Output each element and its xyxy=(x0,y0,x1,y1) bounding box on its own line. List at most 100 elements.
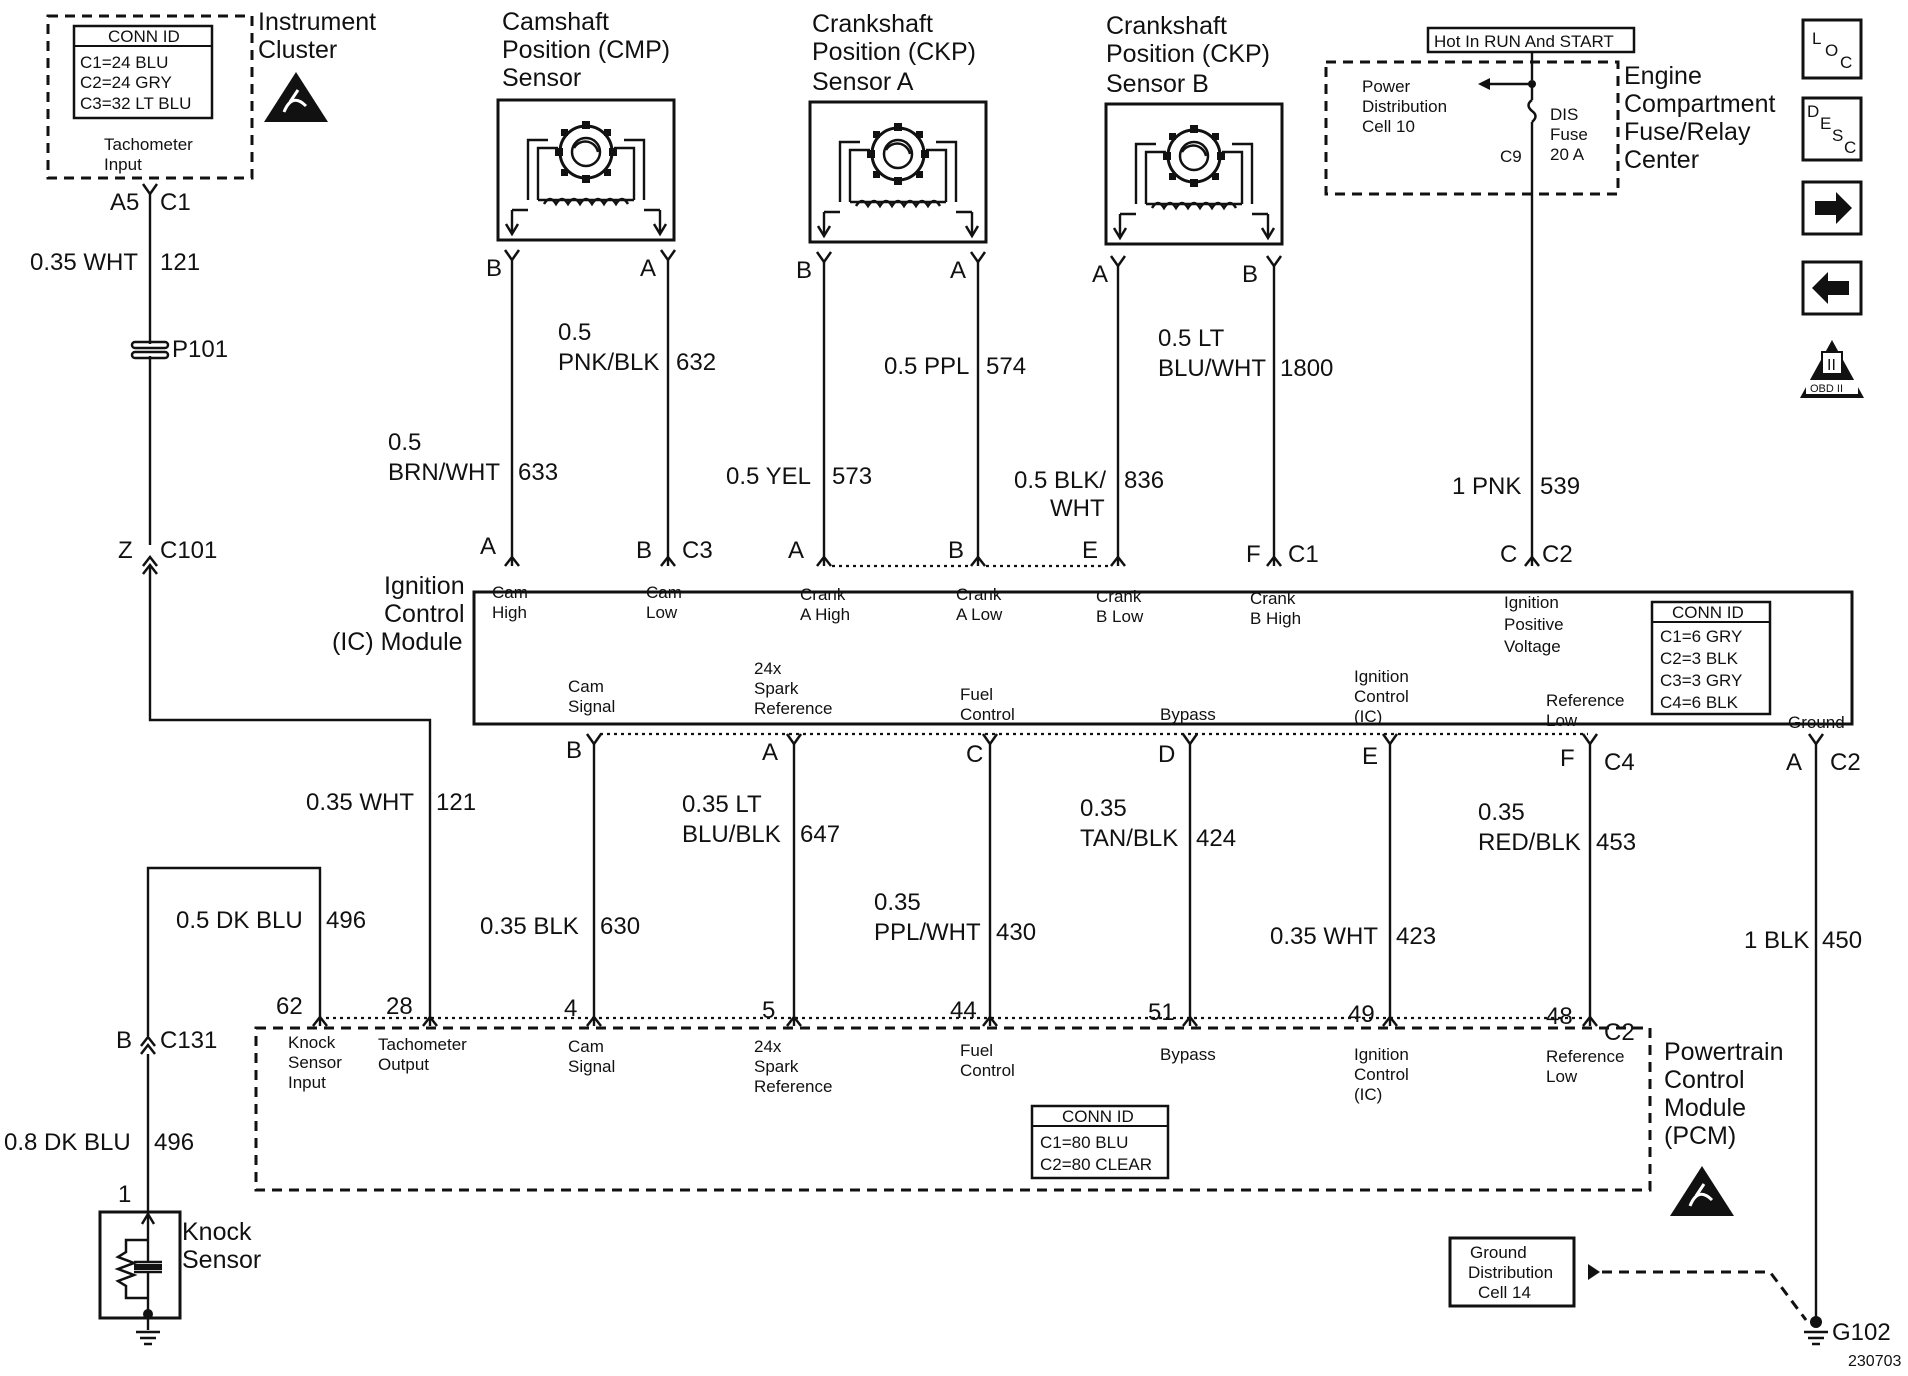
svg-text:D: D xyxy=(1807,102,1819,121)
svg-text:423: 423 xyxy=(1396,923,1436,950)
svg-text:Module: Module xyxy=(1664,1094,1746,1122)
svg-text:B: B xyxy=(636,537,652,564)
svg-text:WHT: WHT xyxy=(1050,495,1105,522)
svg-text:E: E xyxy=(1082,537,1098,564)
pcm-conn-id: CONN ID C1=80 BLU C2=80 CLEAR xyxy=(1030,1104,1170,1180)
svg-text:A: A xyxy=(1092,261,1108,288)
svg-text:430: 430 xyxy=(996,919,1036,946)
right-arrow-icon[interactable] xyxy=(1801,180,1863,236)
svg-text:Signal: Signal xyxy=(568,697,615,716)
svg-text:Sensor B: Sensor B xyxy=(1106,70,1209,98)
ground-distribution-box: Ground Distribution Cell 14 xyxy=(1448,1236,1808,1321)
svg-text:Cell 14: Cell 14 xyxy=(1478,1283,1531,1302)
svg-text:C3=32 LT BLU: C3=32 LT BLU xyxy=(80,94,191,113)
svg-text:A Low: A Low xyxy=(956,605,1003,624)
svg-text:BLU/WHT: BLU/WHT xyxy=(1158,355,1266,382)
svg-text:424: 424 xyxy=(1196,825,1236,852)
svg-text:F: F xyxy=(1246,541,1261,568)
svg-text:573: 573 xyxy=(832,463,872,490)
svg-text:A: A xyxy=(950,257,966,284)
svg-text:PPL/WHT: PPL/WHT xyxy=(874,919,981,946)
svg-text:P101: P101 xyxy=(172,336,228,363)
svg-text:Crankshaft: Crankshaft xyxy=(1106,12,1227,40)
desc-icon[interactable]: D E S C xyxy=(1801,96,1863,162)
svg-text:5: 5 xyxy=(762,997,775,1024)
svg-text:C1=80 BLU: C1=80 BLU xyxy=(1040,1133,1128,1152)
svg-text:1 BLK: 1 BLK xyxy=(1744,927,1809,954)
svg-text:0.5: 0.5 xyxy=(558,319,591,346)
svg-text:Crankshaft: Crankshaft xyxy=(812,10,933,38)
svg-text:A: A xyxy=(640,255,656,282)
svg-text:574: 574 xyxy=(986,353,1026,380)
svg-text:0.5 BLK/: 0.5 BLK/ xyxy=(1014,467,1106,494)
svg-text:C131: C131 xyxy=(160,1027,217,1054)
svg-text:Powertrain: Powertrain xyxy=(1664,1038,1784,1066)
svg-text:Spark: Spark xyxy=(754,1057,799,1076)
svg-text:(IC): (IC) xyxy=(1354,707,1382,726)
ic-bottom-connectors: B A C D E F C4 A C2 xyxy=(566,732,1861,776)
svg-text:B: B xyxy=(116,1027,132,1054)
svg-text:DIS: DIS xyxy=(1550,105,1578,124)
svg-text:632: 632 xyxy=(676,349,716,376)
svg-text:Control: Control xyxy=(960,1061,1015,1080)
instrument-cluster: CONN ID C1=24 BLU C2=24 GRY C3=32 LT BLU… xyxy=(46,8,376,180)
svg-text:633: 633 xyxy=(518,459,558,486)
left-arrow-icon[interactable] xyxy=(1801,260,1863,316)
svg-text:Low: Low xyxy=(1546,1067,1578,1086)
svg-text:Crank: Crank xyxy=(800,585,846,604)
svg-text:C2=80 CLEAR: C2=80 CLEAR xyxy=(1040,1155,1152,1174)
svg-text:PNK/BLK: PNK/BLK xyxy=(558,349,659,376)
svg-text:BRN/WHT: BRN/WHT xyxy=(388,459,500,486)
pcm-module xyxy=(254,1026,1652,1192)
svg-text:E: E xyxy=(1820,114,1831,133)
svg-text:0.35 WHT: 0.35 WHT xyxy=(1270,923,1378,950)
svg-text:Control: Control xyxy=(1354,687,1409,706)
svg-text:836: 836 xyxy=(1124,467,1164,494)
piezo-element-icon xyxy=(134,1264,162,1270)
svg-text:24x: 24x xyxy=(754,1037,782,1056)
svg-text:Crank: Crank xyxy=(956,585,1002,604)
svg-text:RED/BLK: RED/BLK xyxy=(1478,829,1581,856)
ground-symbol-icon xyxy=(1804,1330,1828,1346)
svg-text:O: O xyxy=(1825,41,1838,60)
svg-text:Fuel: Fuel xyxy=(960,685,993,704)
svg-text:Hot In RUN And START: Hot In RUN And START xyxy=(1434,32,1614,51)
svg-text:A High: A High xyxy=(800,605,850,624)
svg-text:496: 496 xyxy=(154,1129,194,1156)
svg-text:Ignition: Ignition xyxy=(1354,667,1409,686)
svg-text:A: A xyxy=(762,739,778,766)
svg-text:Position (CMP): Position (CMP) xyxy=(502,36,670,64)
conn-id-title: CONN ID xyxy=(108,27,180,46)
svg-text:121: 121 xyxy=(436,789,476,816)
svg-text:C: C xyxy=(1500,541,1517,568)
svg-text:A: A xyxy=(788,537,804,564)
svg-text:OBD II: OBD II xyxy=(1810,383,1843,395)
svg-text:C: C xyxy=(1844,138,1856,157)
svg-text:Low: Low xyxy=(1546,711,1578,730)
svg-text:121: 121 xyxy=(160,249,200,276)
ground-g102: G102 xyxy=(1804,1316,1891,1346)
svg-text:Camshaft: Camshaft xyxy=(502,8,609,36)
loc-icon[interactable]: L O C xyxy=(1801,18,1863,80)
svg-text:II: II xyxy=(1827,357,1836,374)
svg-text:A: A xyxy=(1786,749,1802,776)
resistor-icon xyxy=(114,1238,148,1300)
svg-text:450: 450 xyxy=(1822,927,1862,954)
svg-text:E: E xyxy=(1362,743,1378,770)
svg-text:0.35 BLK: 0.35 BLK xyxy=(480,913,579,940)
wire-121-lower xyxy=(148,566,432,1018)
svg-text:Position (CKP): Position (CKP) xyxy=(1106,40,1270,68)
svg-text:C2: C2 xyxy=(1542,541,1573,568)
svg-text:0.5 PPL: 0.5 PPL xyxy=(884,353,969,380)
svg-text:Tachometer: Tachometer xyxy=(104,135,193,154)
svg-text:1: 1 xyxy=(118,1181,131,1208)
svg-text:B Low: B Low xyxy=(1096,607,1144,626)
svg-text:4: 4 xyxy=(564,995,577,1022)
svg-text:44: 44 xyxy=(950,997,977,1024)
svg-text:496: 496 xyxy=(326,907,366,934)
svg-text:0.5: 0.5 xyxy=(388,429,421,456)
svg-text:Input: Input xyxy=(288,1073,326,1092)
svg-text:630: 630 xyxy=(600,913,640,940)
svg-text:Ground: Ground xyxy=(1788,713,1845,732)
svg-text:Distribution: Distribution xyxy=(1362,97,1447,116)
